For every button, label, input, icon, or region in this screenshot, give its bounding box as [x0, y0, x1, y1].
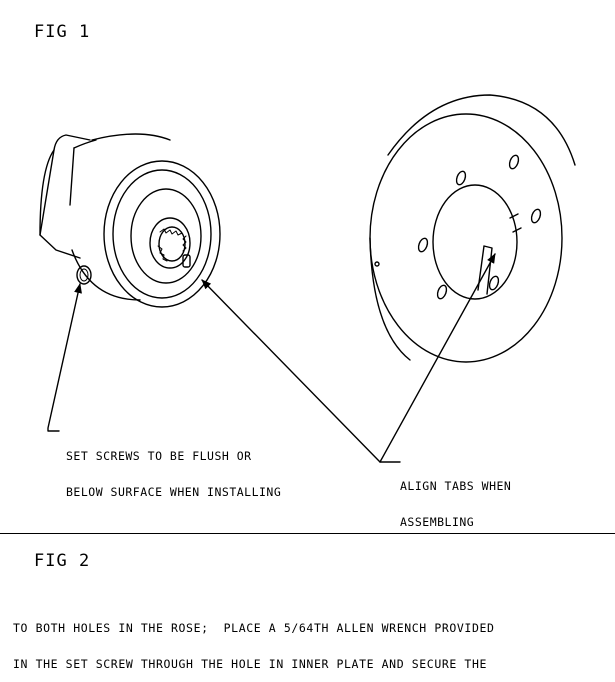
mount-hole-1 [455, 170, 467, 186]
mount-hole-4 [530, 208, 542, 224]
instructions-line2: IN THE SET SCREW THROUGH THE HOLE IN INN… [13, 657, 487, 671]
mount-hole-6 [488, 275, 500, 291]
hub-inner [158, 226, 186, 262]
housing-side-edge-2 [73, 139, 97, 149]
ring-side-pin [374, 261, 380, 267]
hub-tab [182, 254, 191, 268]
rose-body-outline [91, 133, 171, 141]
rose-body-lower [71, 249, 141, 301]
rose-front-outer [103, 160, 221, 308]
figure-divider [0, 533, 615, 534]
rose-ring [369, 94, 576, 363]
spline-teeth [157, 228, 187, 262]
figure-2-title: FIG 2 [34, 551, 91, 571]
installation-instructions: TO BOTH HOLES IN THE ROSE; PLACE A 5/64T… [13, 598, 495, 682]
leader-align-ring [379, 253, 496, 463]
instructions-line1: TO BOTH HOLES IN THE ROSE; PLACE A 5/64T… [13, 621, 495, 635]
set-screw-outer [76, 265, 92, 285]
rose-front-rim [112, 169, 212, 299]
callout-align-tabs-line1: ALIGN TABS WHEN [400, 479, 512, 493]
callout-align-tabs-line2: ASSEMBLING [400, 515, 475, 529]
mount-hole-3 [417, 237, 429, 253]
rose-front-inner-rim [130, 188, 202, 284]
ring-outer-back [387, 94, 576, 166]
hub-outer [149, 217, 191, 269]
mount-hole-5 [436, 284, 448, 300]
ring-hole-tab [477, 245, 493, 295]
inner-plate-assembly [39, 133, 221, 308]
ring-side-edge [369, 237, 411, 361]
ring-center-hole [432, 184, 518, 300]
assembly-drawing [39, 94, 576, 463]
callout-set-screws-line1: SET SCREWS TO BE FLUSH OR [66, 449, 252, 463]
figure-1-title: FIG 1 [34, 22, 91, 42]
callout-set-screws-line2: BELOW SURFACE WHEN INSTALLING [66, 485, 282, 499]
leader-set-screw [47, 283, 82, 432]
latch-housing-side [39, 149, 55, 236]
callout-set-screws: SET SCREWS TO BE FLUSH OR BELOW SURFACE … [66, 426, 281, 510]
housing-side-edge [69, 147, 75, 206]
ring-hole-notch [509, 213, 522, 233]
mount-hole-2 [508, 154, 520, 170]
ring-front-outer [369, 113, 563, 363]
latch-housing-body [39, 134, 91, 259]
callout-align-tabs: ALIGN TABS WHEN ASSEMBLING [400, 456, 511, 540]
set-screw-inner [79, 268, 89, 282]
